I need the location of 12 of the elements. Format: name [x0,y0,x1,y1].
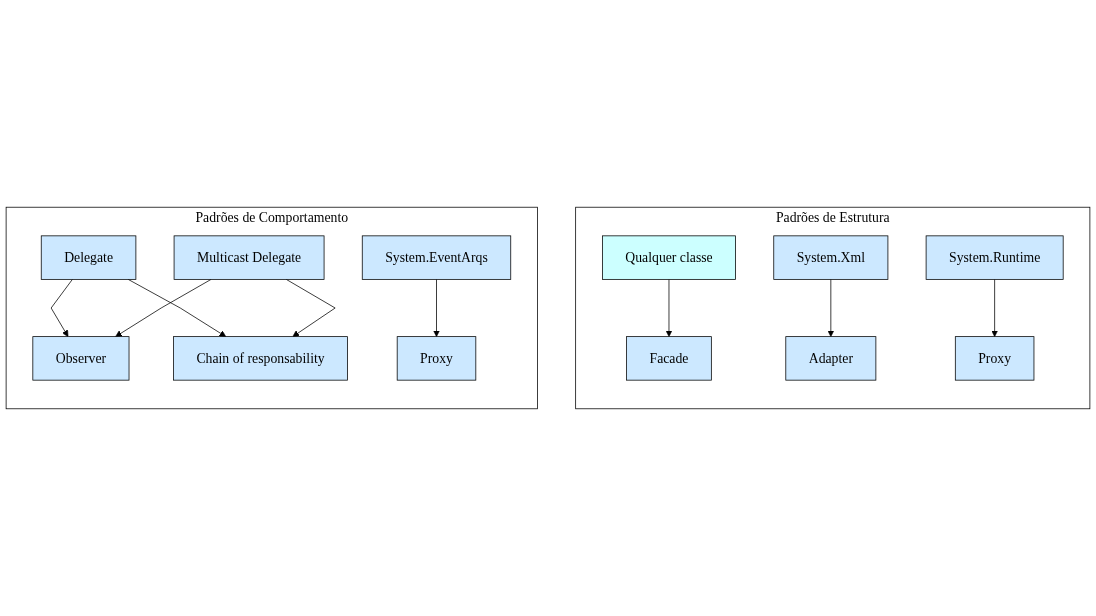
node-box: Proxy [954,336,1035,381]
node-box: Qualquer classe [602,235,736,280]
node-box: Chain of responsability [173,336,348,381]
node-box: Facade [626,336,712,381]
node-box: Proxy [396,336,477,381]
node-box: System.Runtime [925,235,1064,280]
node-box: Observer [32,336,130,381]
node-box: Multicast Delegate [173,235,325,280]
node-box: Delegate [40,235,137,280]
node-box: System.EventArqs [361,235,512,280]
node-box: Adapter [785,336,877,381]
node-box: System.Xml [773,235,889,280]
